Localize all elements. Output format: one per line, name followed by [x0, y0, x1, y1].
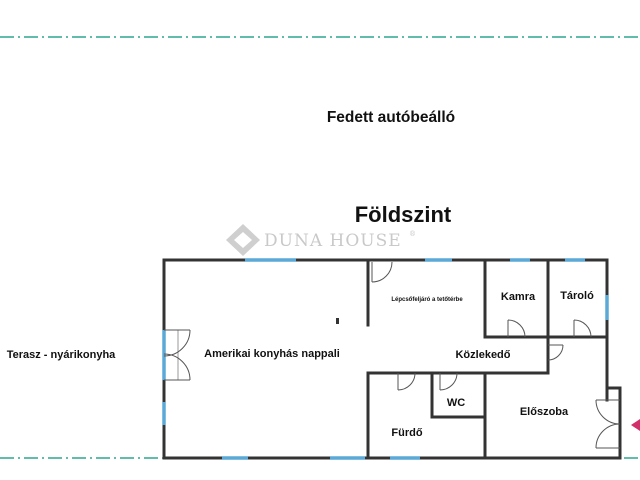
- carport-label: Fedett autóbeálló: [327, 109, 455, 126]
- entrance-door-icon: [595, 399, 621, 449]
- wc-door-icon: [439, 372, 458, 391]
- bathroom-door-icon: [397, 372, 416, 391]
- stairs-label: Lépcsőfeljáró a tetőtérbe: [391, 297, 463, 303]
- wc-wall: [430, 371, 487, 419]
- pantry-label: Kamra: [501, 291, 536, 303]
- entrance-arrow-icon: [631, 419, 640, 431]
- walls: [162, 258, 622, 460]
- outer-wall: [162, 258, 622, 460]
- registered-mark-icon: ®: [409, 230, 417, 238]
- duna-house-logo-icon: [226, 224, 260, 256]
- hall-label: Előszoba: [520, 406, 569, 418]
- storage-door-icon: [573, 319, 592, 338]
- watermark: DUNA HOUSE ®: [226, 224, 417, 256]
- page-title: Földszint: [355, 202, 452, 227]
- storage-label: Tároló: [560, 290, 594, 302]
- living-room-label: Amerikai konyhás nappali: [204, 348, 340, 360]
- terrace-label: Terasz - nyárikonyha: [7, 349, 116, 361]
- stair-door-icon: [371, 261, 393, 283]
- pantry-wall: [483, 260, 550, 339]
- wc-label: WC: [447, 397, 465, 409]
- corridor-label: Közlekedő: [455, 349, 510, 361]
- corridor-door-icon: [547, 344, 564, 361]
- watermark-text: DUNA HOUSE: [264, 231, 402, 251]
- bathroom-label: Fürdő: [391, 427, 422, 439]
- doors: [163, 261, 621, 449]
- terrace-door-icon: [163, 329, 191, 381]
- pillar-mark: [336, 318, 339, 324]
- pantry-door-icon: [507, 319, 526, 338]
- windows: [162, 258, 609, 460]
